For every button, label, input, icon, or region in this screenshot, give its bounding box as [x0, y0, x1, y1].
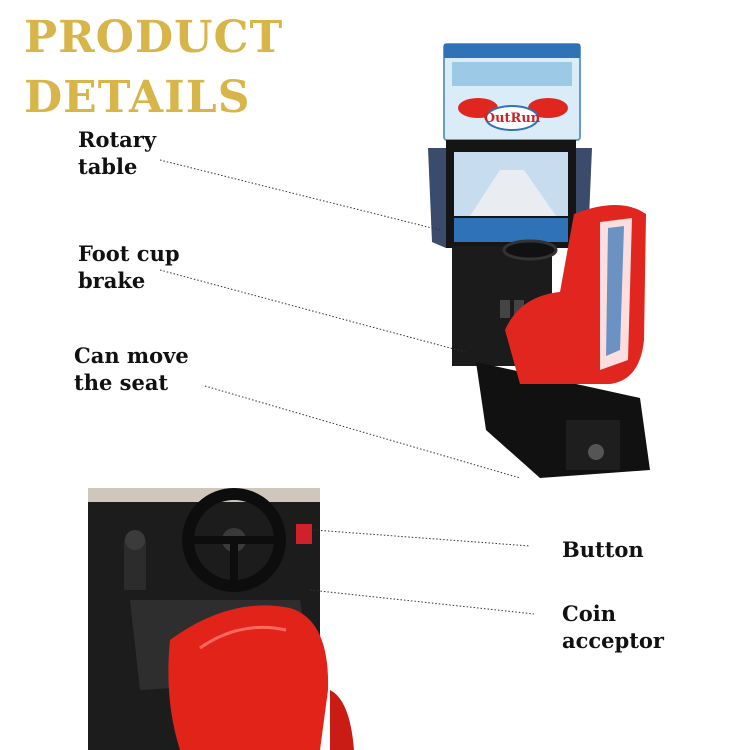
label-rotary-table-line-1: Rotary	[78, 127, 157, 152]
line-foot-cup-brake	[159, 269, 466, 353]
label-coin-acceptor-line-2: acceptor	[562, 628, 664, 654]
marquee: OutRun	[443, 43, 581, 141]
page-title-line-2: DETAILS	[24, 72, 251, 123]
pedal-icon	[500, 300, 510, 318]
label-foot-cup-brake: Foot cup brake	[78, 240, 180, 295]
label-button: Button	[562, 536, 644, 563]
steering-wheel-icon	[502, 239, 558, 261]
label-coin-acceptor: Coin acceptor	[562, 600, 664, 655]
line-rotary-table	[159, 159, 441, 231]
fan-icon	[588, 444, 604, 460]
page-title-line-1: PRODUCT	[24, 12, 284, 63]
label-can-move-seat-line-1: Can move	[74, 343, 189, 368]
start-button-icon	[296, 524, 312, 544]
label-foot-cup-brake-line-2: brake	[78, 268, 146, 294]
label-rotary-table: Rotary table	[78, 126, 156, 181]
label-button-line-1: Button	[562, 537, 644, 562]
label-rotary-table-line-2: table	[78, 154, 138, 180]
left-wing	[428, 148, 446, 248]
line-coin-acceptor	[309, 589, 535, 615]
line-can-move-seat	[204, 385, 521, 479]
marquee-logo: OutRun	[484, 111, 541, 126]
label-foot-cup-brake-line-1: Foot cup	[78, 241, 180, 266]
label-can-move-seat: Can move the seat	[74, 342, 189, 397]
label-can-move-seat-line-2: the seat	[74, 370, 169, 396]
gear-shift-icon	[124, 540, 146, 590]
line-button	[313, 529, 531, 547]
label-coin-acceptor-line-1: Coin	[562, 601, 616, 626]
